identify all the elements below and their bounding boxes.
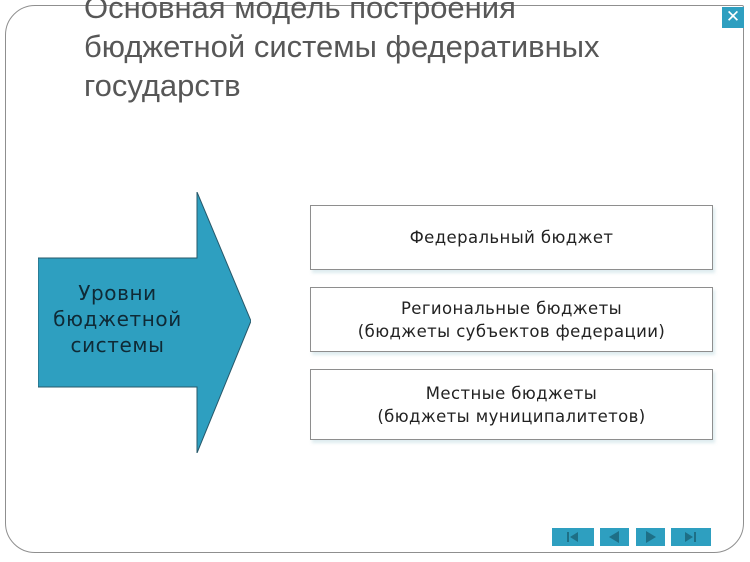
close-button[interactable]: ✕ <box>722 7 744 28</box>
next-slide-button[interactable] <box>636 528 665 546</box>
slide-frame <box>5 5 744 553</box>
first-slide-button[interactable] <box>552 528 594 546</box>
title-line-3: государств <box>84 68 241 103</box>
arrow-label: Уровни бюджетной системы <box>53 281 182 357</box>
title-line-2: бюджетной системы федеративных <box>84 29 600 64</box>
last-slide-button[interactable] <box>671 528 711 546</box>
title-line-1: Основная модель построения <box>84 0 516 25</box>
slide-title: Основная модель построения бюджетной сис… <box>84 0 684 105</box>
previous-slide-button[interactable] <box>600 528 629 546</box>
close-icon: ✕ <box>725 7 741 27</box>
budget-levels-arrow <box>38 192 251 453</box>
triangle-right-icon <box>646 531 656 543</box>
regional-budgets-box: Региональные бюджеты (бюджеты субъектов … <box>310 287 713 352</box>
skip-to-start-icon <box>567 532 578 542</box>
federal-budget-box: Федеральный бюджет <box>310 205 713 270</box>
skip-to-end-icon <box>685 532 696 542</box>
local-budgets-box: Местные бюджеты (бюджеты муниципалитетов… <box>310 369 713 440</box>
triangle-left-icon <box>609 531 619 543</box>
